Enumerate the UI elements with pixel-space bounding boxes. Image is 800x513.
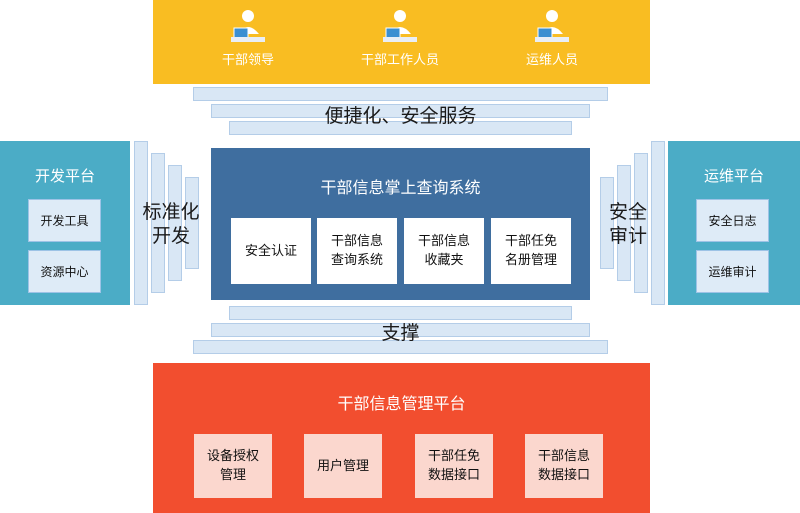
connector-bar [651, 141, 665, 305]
module-info-api: 干部信息 数据接口 [525, 434, 603, 498]
connector-bar [185, 177, 199, 269]
connector-bar [151, 153, 165, 293]
top-connector-label: 便捷化、安全服务 [324, 105, 477, 127]
left-connector-label: 标准化 开发 [142, 201, 200, 247]
connector-bar [229, 306, 572, 320]
module-appointment: 干部任免 名册管理 [491, 218, 571, 284]
user-at-computer-icon [383, 10, 417, 42]
security-log: 安全日志 [696, 199, 769, 242]
connector-bar [600, 177, 614, 269]
users-band: 干部领导 干部工作人员 运维人员 [153, 0, 650, 84]
user-label: 干部工作人员 [360, 53, 439, 68]
bottom-connector-label: 支撑 [381, 322, 420, 344]
module-appointment-api: 干部任免 数据接口 [415, 434, 493, 498]
connector-bar [634, 153, 648, 293]
user-label: 运维人员 [525, 53, 578, 68]
module-auth: 安全认证 [231, 218, 311, 284]
connector-bar [617, 165, 631, 281]
connector-bar [229, 121, 572, 135]
user-leader: 干部领导 [183, 8, 313, 68]
module-query: 干部信息 查询系统 [317, 218, 397, 284]
user-at-computer-icon [231, 10, 265, 42]
connector-bar [168, 165, 182, 281]
dev-platform: 开发平台 开发工具 资源中心 [0, 141, 130, 305]
user-ops: 运维人员 [487, 8, 617, 68]
user-at-computer-icon [535, 10, 569, 42]
connector-bar [134, 141, 148, 305]
module-favorites: 干部信息 收藏夹 [404, 218, 484, 284]
connector-bar [193, 340, 608, 354]
right-connector-label: 安全 审计 [608, 201, 647, 247]
connector-bar [211, 104, 590, 118]
dev-tools: 开发工具 [28, 199, 101, 242]
connector-bar [193, 87, 608, 101]
ops-platform-title: 运维平台 [703, 167, 764, 185]
resource-center: 资源中心 [28, 250, 101, 293]
user-staff: 干部工作人员 [335, 8, 465, 68]
module-user-mgmt: 用户管理 [304, 434, 382, 498]
system-box: 干部信息掌上查询系统 安全认证 干部信息 查询系统 干部信息 收藏夹 干部任免 … [211, 148, 590, 300]
system-title: 干部信息掌上查询系统 [320, 178, 481, 197]
management-platform-title: 干部信息管理平台 [337, 394, 466, 413]
ops-platform: 运维平台 安全日志 运维审计 [668, 141, 800, 305]
user-label: 干部领导 [221, 53, 274, 68]
dev-platform-title: 开发平台 [34, 167, 95, 185]
module-device-auth: 设备授权 管理 [194, 434, 272, 498]
connector-bar [211, 323, 590, 337]
ops-audit: 运维审计 [696, 250, 769, 293]
management-platform: 干部信息管理平台 设备授权 管理 用户管理 干部任免 数据接口 干部信息 数据接… [153, 363, 650, 513]
